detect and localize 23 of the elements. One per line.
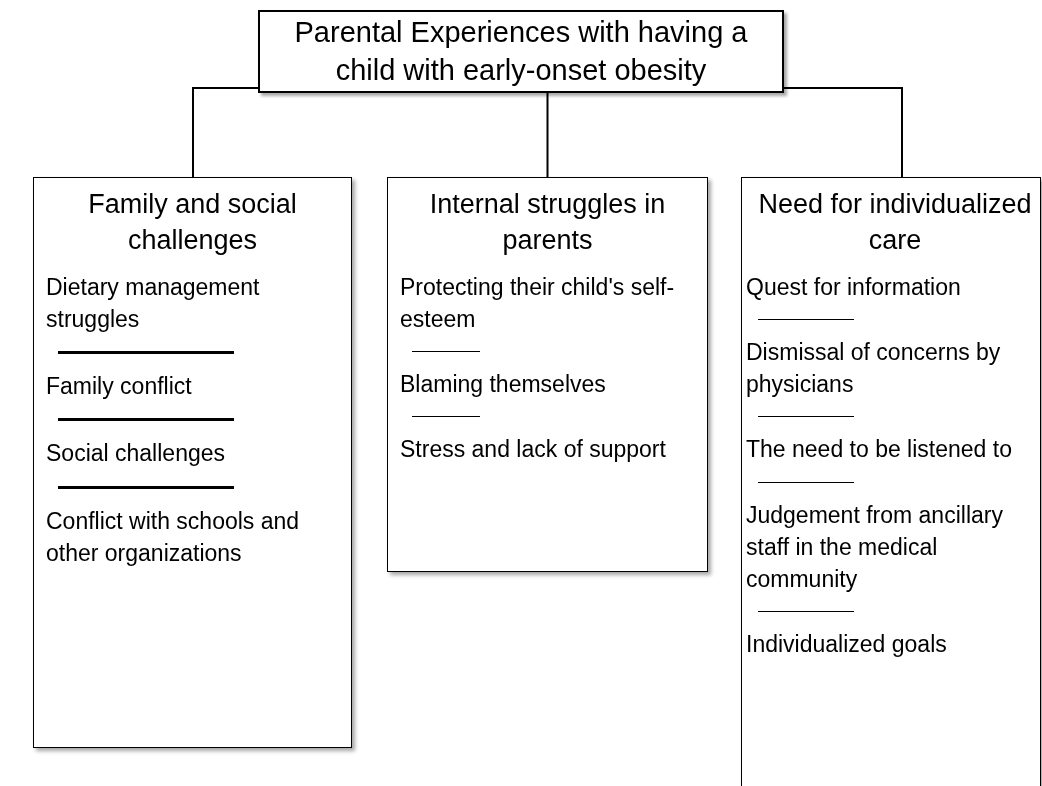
subtheme-text: Conflict with schools and other organizations xyxy=(46,506,301,568)
subtheme-text: Quest for information xyxy=(746,272,962,302)
subtheme-text: Individualized goals xyxy=(746,630,948,660)
theme-heading: Family and social challenges xyxy=(87,188,298,258)
theme-box xyxy=(741,177,1041,786)
subtheme-text: Dietary management struggles xyxy=(46,272,261,335)
subtheme-text: Stress and lack of support xyxy=(400,435,667,465)
theme-box xyxy=(33,177,352,748)
title-text: Parental Experiences with having a child with early-onset obesity xyxy=(293,14,749,88)
subtheme-text: Judgement from ancillary staff in the medical community xyxy=(746,500,1004,594)
title-box xyxy=(258,10,784,93)
theme-heading: Need for individualized care xyxy=(758,188,1032,258)
connector-line xyxy=(546,92,549,178)
theme-heading: Internal struggles in parents xyxy=(428,188,667,258)
subtheme-text: Protecting their child's self-esteem xyxy=(400,272,676,335)
subtheme-text: Blaming themselves xyxy=(400,370,607,400)
subtheme-text: Social challenges xyxy=(46,439,226,469)
subtheme-text: Dismissal of concerns by physicians xyxy=(746,338,1002,400)
subtheme-text: The need to be listened to xyxy=(746,435,1013,465)
subtheme-text: Family conflict xyxy=(46,372,193,402)
theme-box xyxy=(387,177,708,572)
connector-line xyxy=(783,87,903,178)
connector-line xyxy=(192,87,259,178)
